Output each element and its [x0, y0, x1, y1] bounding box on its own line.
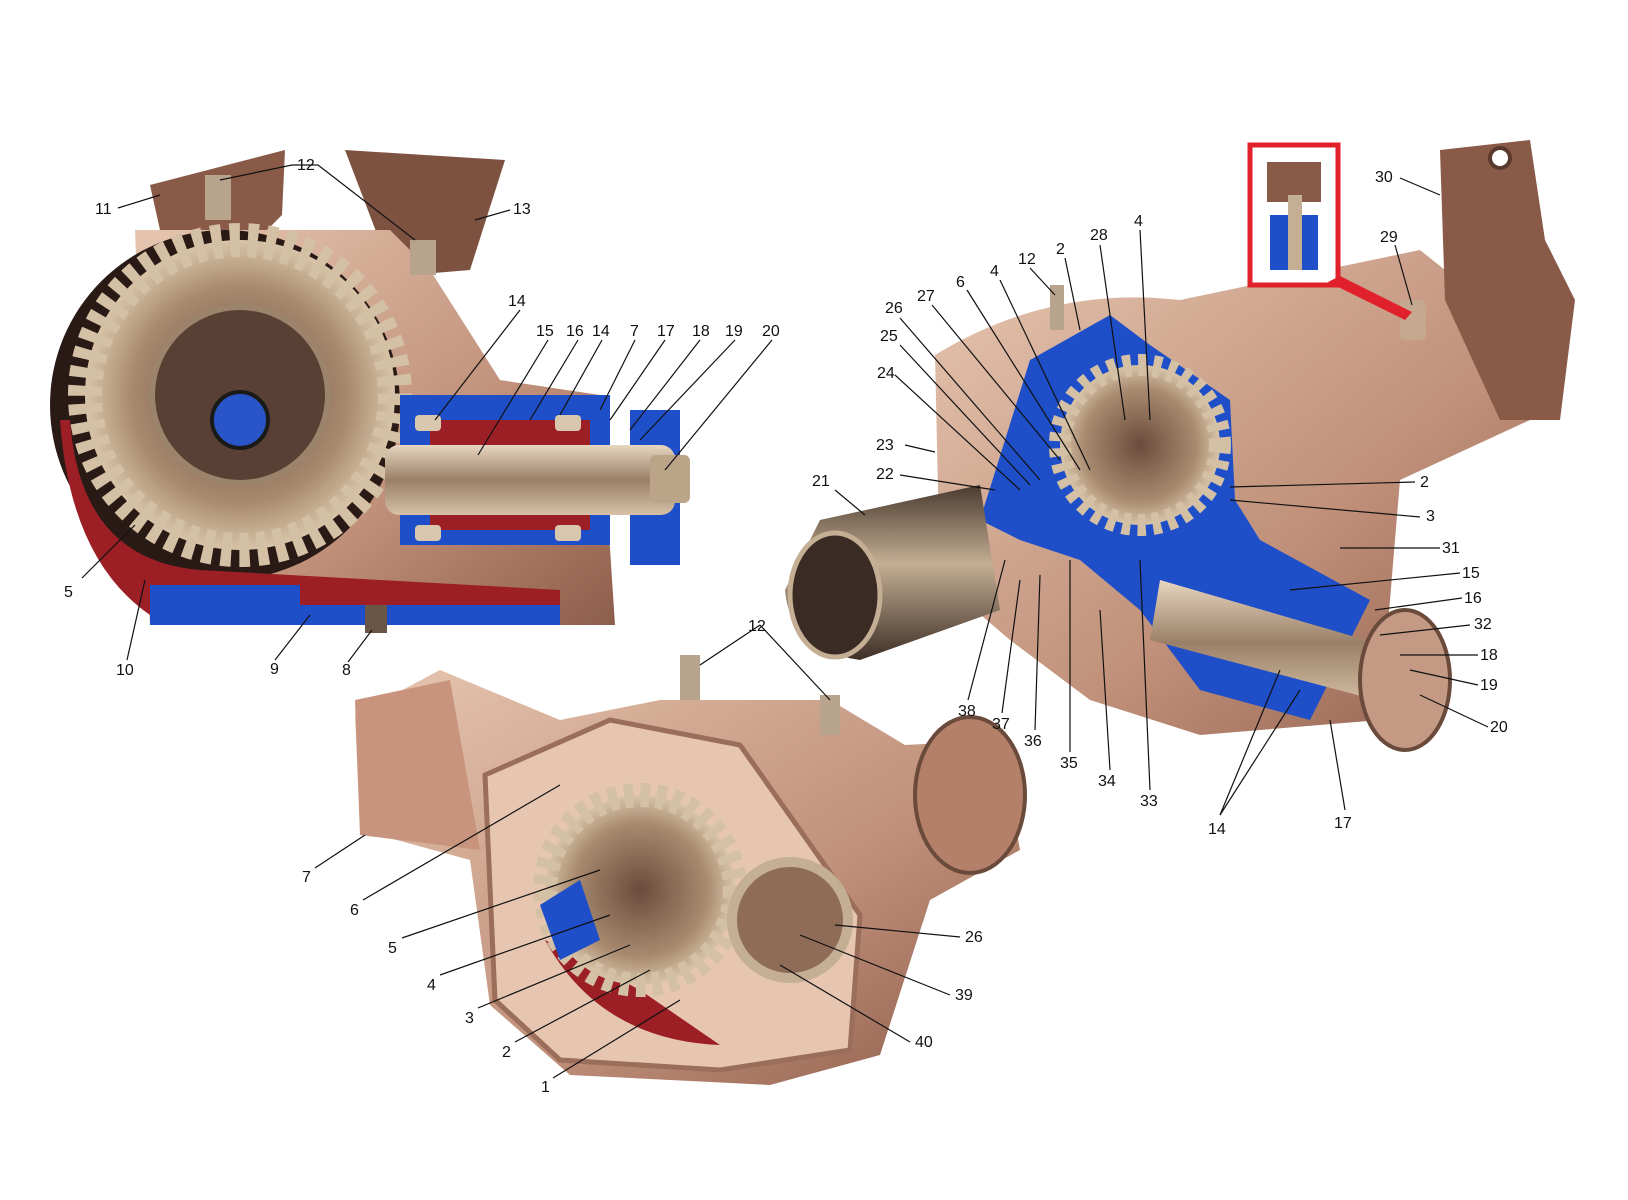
callout-label: 5 — [64, 584, 73, 601]
callout-label: 27 — [917, 288, 935, 305]
callout-label: 4 — [427, 977, 436, 994]
callout-label: 37 — [992, 716, 1010, 733]
drain-plug — [365, 605, 387, 633]
callout-label: 18 — [692, 323, 710, 340]
output-flange — [1358, 608, 1452, 752]
callout-label: 35 — [1060, 755, 1078, 772]
callout-label: 18 — [1480, 647, 1498, 664]
leader-lines — [81, 164, 1489, 1079]
left-tube — [355, 680, 480, 850]
callout-label: 7 — [302, 869, 311, 886]
callout-label: 23 — [876, 437, 894, 454]
callout-label: 12 — [748, 618, 766, 635]
inset-pointer — [1328, 276, 1412, 320]
housing-stud — [1050, 285, 1064, 330]
callout-labels: 12 11 13 14 15 16 14 7 17 18 19 20 5 10 … — [64, 157, 1508, 1096]
callout-label: 20 — [762, 323, 780, 340]
callout-label: 13 — [513, 201, 531, 218]
sleeve-opening — [787, 530, 883, 660]
callout-label: 3 — [465, 1010, 474, 1027]
exploded-front-view — [355, 655, 1027, 1085]
top-stud-right — [820, 695, 840, 735]
callout-label: 14 — [1208, 821, 1226, 838]
breather-valve-inset — [1247, 142, 1412, 320]
right-flange — [913, 715, 1027, 875]
callout-label: 40 — [915, 1034, 933, 1051]
callout-label: 3 — [1426, 508, 1435, 525]
callout-label: 31 — [1442, 540, 1460, 557]
callout-label: 26 — [965, 929, 983, 946]
axle-bore — [210, 390, 270, 450]
top-stud-left — [680, 655, 700, 700]
bottom-rib-section — [150, 585, 560, 625]
bracket-bolt-left — [205, 175, 231, 220]
breather-valve — [1400, 300, 1426, 340]
callout-label: 26 — [885, 300, 903, 317]
callout-label: 19 — [725, 323, 743, 340]
callout-label: 6 — [350, 902, 359, 919]
callout-label: 25 — [880, 328, 898, 345]
callout-label: 15 — [536, 323, 554, 340]
callout-label: 20 — [1490, 719, 1508, 736]
callout-label: 6 — [956, 274, 965, 291]
callout-label: 28 — [1090, 227, 1108, 244]
callout-label: 33 — [1140, 793, 1158, 810]
callout-label: 30 — [1375, 169, 1393, 186]
inset-pin — [1288, 195, 1302, 270]
bottom-blue-section — [540, 880, 600, 960]
callout-label: 4 — [990, 263, 999, 280]
callout-label: 9 — [270, 661, 279, 678]
drive-pinion-shaft — [385, 445, 675, 515]
callout-label: 16 — [1464, 590, 1482, 607]
callout-label: 17 — [1334, 815, 1352, 832]
callout-label: 15 — [1462, 565, 1480, 582]
oil-sump — [60, 420, 560, 620]
callout-label: 39 — [955, 987, 973, 1004]
companion-flange-nut — [650, 455, 690, 503]
callout-label: 34 — [1098, 773, 1116, 790]
callout-label: 38 — [958, 703, 976, 720]
callout-label: 32 — [1474, 616, 1492, 633]
bracket-bolt-right — [410, 240, 436, 275]
callout-label: 12 — [1018, 251, 1036, 268]
callout-label: 24 — [877, 365, 895, 382]
callout-label: 21 — [812, 473, 830, 490]
callout-label: 14 — [592, 323, 610, 340]
callout-label: 17 — [657, 323, 675, 340]
side-section-view — [50, 150, 690, 633]
callout-label: 2 — [1420, 474, 1429, 491]
callout-label: 12 — [297, 157, 315, 174]
callout-label: 5 — [388, 940, 397, 957]
callout-label: 22 — [876, 466, 894, 483]
callout-label: 2 — [1056, 241, 1065, 258]
side-ring-gear — [1049, 354, 1231, 536]
assembly-section-view — [785, 140, 1575, 752]
callout-label: 8 — [342, 662, 351, 679]
callout-label: 36 — [1024, 733, 1042, 750]
callout-label: 4 — [1134, 213, 1143, 230]
callout-label: 14 — [508, 293, 526, 310]
mounting-eye — [1488, 146, 1512, 170]
callout-label: 16 — [566, 323, 584, 340]
callout-label: 10 — [116, 662, 134, 679]
callout-label: 19 — [1480, 677, 1498, 694]
mounting-arm — [1440, 140, 1575, 420]
callout-label: 1 — [541, 1079, 550, 1096]
pinion-bearings — [415, 415, 581, 541]
callout-label: 2 — [502, 1044, 511, 1061]
output-pinion-shaft — [1150, 580, 1400, 705]
callout-label: 29 — [1380, 229, 1398, 246]
bottom-bearing — [727, 857, 853, 983]
callout-label: 7 — [630, 323, 639, 340]
callout-label: 11 — [95, 201, 112, 218]
